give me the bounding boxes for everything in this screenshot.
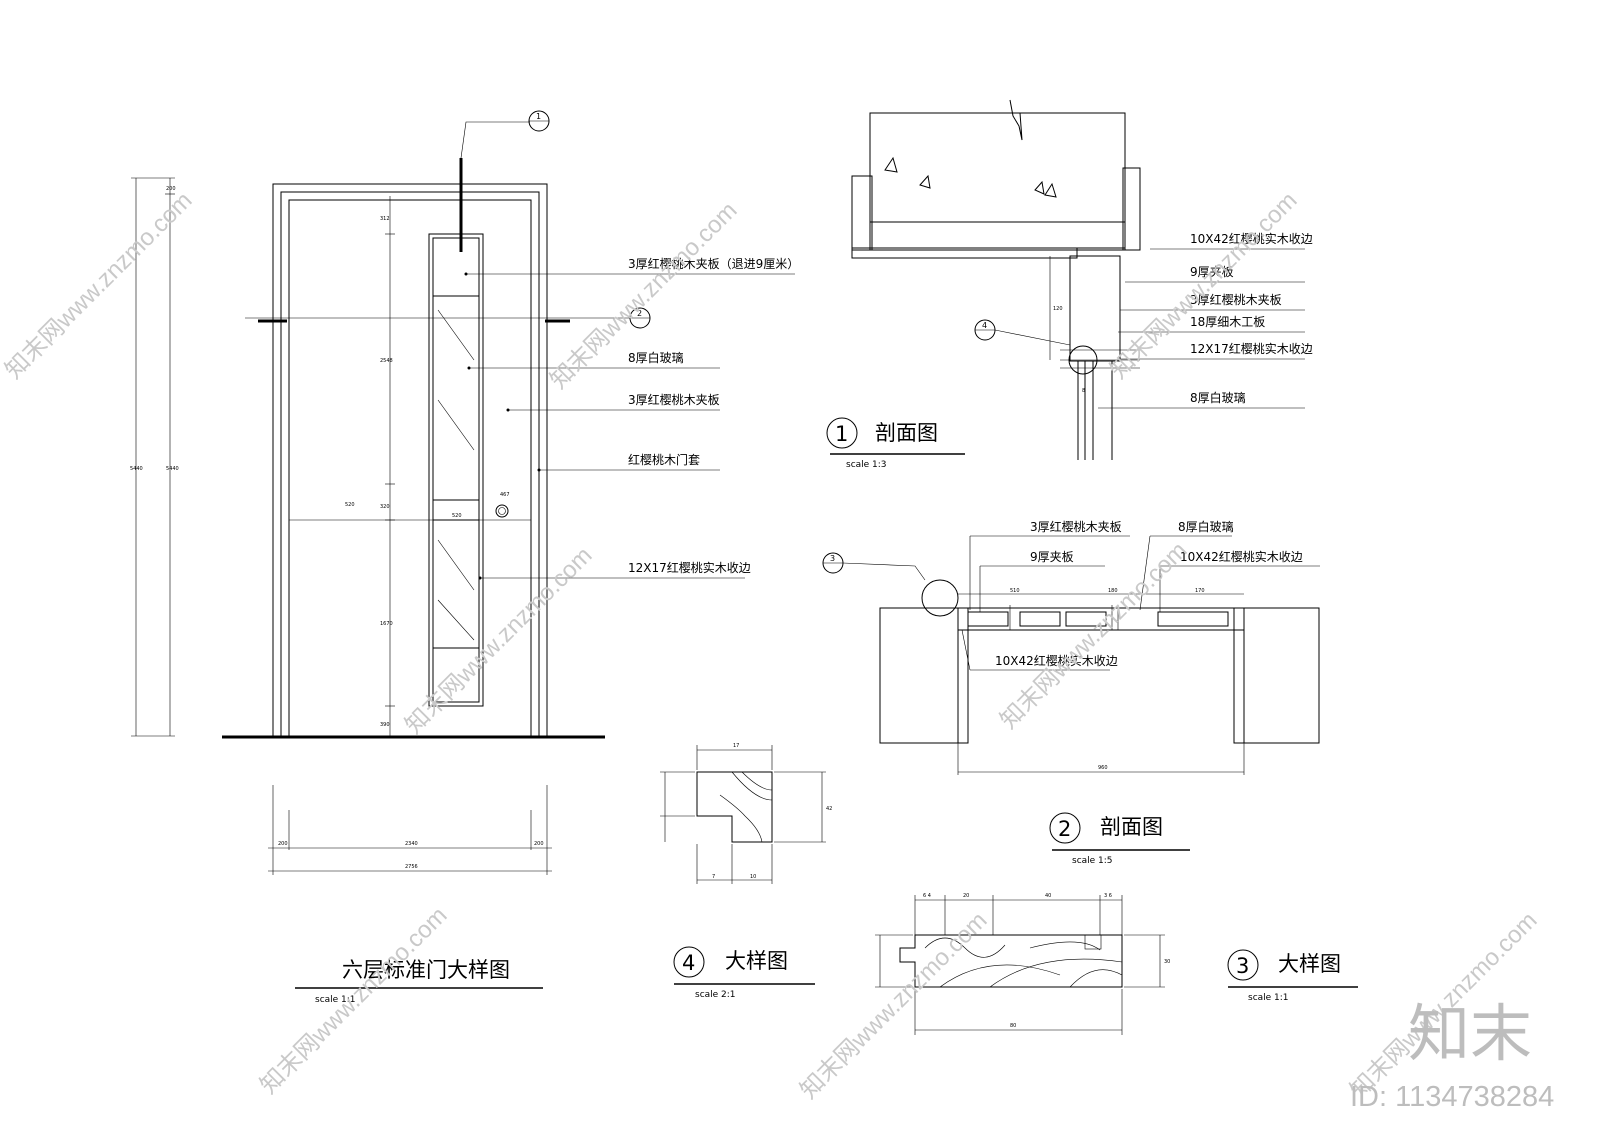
section-marker-1: 1 xyxy=(536,112,541,121)
svg-text:2548: 2548 xyxy=(380,358,393,364)
svg-text:42: 42 xyxy=(826,806,832,812)
detail4-title: 大样图 xyxy=(725,949,788,973)
section2-marker-3: 3 xyxy=(830,554,835,563)
elevation-callouts: 3厚红樱桃木夹板（退进9厘米） 8厚白玻璃 3厚红樱桃木夹板 红樱桃木门套 12… xyxy=(464,256,799,580)
callout-9mm-plywood: 9厚夹板 xyxy=(1190,265,1234,279)
detail3-title: 大样图 xyxy=(1278,952,1341,976)
section2-callouts: 3厚红樱桃木夹板 8厚白玻璃 9厚夹板 10X42红樱桃实木收边 10X42红樱… xyxy=(961,519,1320,671)
callout-s2-10x42-edging-bottom: 10X42红樱桃实木收边 xyxy=(995,653,1118,668)
svg-text:312: 312 xyxy=(380,216,390,222)
watermark-site-5: 知末网www.znzmo.com xyxy=(995,537,1192,734)
svg-text:5440: 5440 xyxy=(166,466,179,472)
detail3-number: 3 xyxy=(1236,954,1249,978)
svg-text:170: 170 xyxy=(1195,588,1205,594)
callout-12x17-edging: 12X17红樱桃实木收边 xyxy=(1190,341,1313,356)
callout-white-glass: 8厚白玻璃 xyxy=(628,350,684,365)
callout-18mm-blockboard: 18厚细木工板 xyxy=(1190,315,1265,329)
detail4-number: 4 xyxy=(682,951,695,975)
watermark-site-1: 知末网www.znzmo.com xyxy=(0,187,197,384)
detail4-scale: scale 2:1 xyxy=(695,990,736,1000)
svg-text:20: 20 xyxy=(963,893,969,899)
section1-marker-4: 4 xyxy=(982,321,987,330)
svg-text:80: 80 xyxy=(1010,1023,1016,1029)
section2-scale: scale 1:5 xyxy=(1072,856,1113,866)
svg-text:180: 180 xyxy=(1108,588,1118,594)
svg-text:320: 320 xyxy=(380,504,390,510)
elevation-scale: scale 1:1 xyxy=(315,995,356,1005)
svg-text:520: 520 xyxy=(345,502,355,508)
callout-3mm-cherry: 3厚红樱桃木夹板 xyxy=(1190,292,1282,307)
svg-text:200: 200 xyxy=(278,841,288,847)
detail3-scale: scale 1:1 xyxy=(1248,993,1289,1003)
svg-text:120: 120 xyxy=(1053,306,1063,312)
svg-text:2340: 2340 xyxy=(405,841,418,847)
section1-title: 剖面图 xyxy=(875,421,938,445)
callout-s2-9mm-plywood: 9厚夹板 xyxy=(1030,550,1074,564)
svg-text:17: 17 xyxy=(733,743,739,749)
door-elevation: 5440 5440 200 312 2548 320 1670 390 520 xyxy=(130,110,799,1005)
callout-8mm-glass: 8厚白玻璃 xyxy=(1190,390,1246,405)
svg-text:510: 510 xyxy=(1010,588,1020,594)
svg-text:200: 200 xyxy=(534,841,544,847)
svg-text:3 6: 3 6 xyxy=(1104,893,1112,899)
callout-s2-cherry-plywood: 3厚红樱桃木夹板 xyxy=(1030,519,1122,534)
watermark-site-4: 知末网www.znzmo.com xyxy=(400,542,597,739)
svg-text:6 4: 6 4 xyxy=(923,893,931,899)
detail-3-drawing: 6 4 20 40 3 6 30 80 3 大样图 scale 1:1 xyxy=(875,893,1358,1035)
elevation-title: 六层标准门大样图 xyxy=(342,958,510,982)
svg-text:1670: 1670 xyxy=(380,621,393,627)
callout-s2-white-glass: 8厚白玻璃 xyxy=(1178,519,1234,534)
watermark-site-6: 知末网www.znzmo.com xyxy=(255,902,452,1099)
svg-text:8: 8 xyxy=(1082,388,1085,394)
callout-10x42-edging: 10X42红樱桃实木收边 xyxy=(1190,231,1313,246)
svg-text:2756: 2756 xyxy=(405,864,418,870)
callout-s2-10x42-edging-top: 10X42红樱桃实木收边 xyxy=(1180,549,1303,564)
svg-text:467: 467 xyxy=(500,492,510,498)
watermark-id: ID: 1134738284 xyxy=(1350,1081,1554,1113)
svg-text:520: 520 xyxy=(452,513,462,519)
svg-text:960: 960 xyxy=(1098,765,1108,771)
section-2-drawing: 510 180 170 960 3 3厚红樱桃木夹板 8厚白玻璃 9厚夹板 10… xyxy=(822,519,1320,866)
callout-door-casing: 红樱桃木门套 xyxy=(628,452,700,467)
section1-number: 1 xyxy=(835,422,848,446)
svg-text:40: 40 xyxy=(1045,893,1051,899)
svg-text:390: 390 xyxy=(380,722,390,728)
svg-text:7: 7 xyxy=(712,874,715,880)
watermark-brand: 知末 xyxy=(1408,1000,1532,1069)
callout-solid-wood-edging: 12X17红樱桃实木收边 xyxy=(628,560,751,575)
watermark-site-7: 知末网www.znzmo.com xyxy=(795,907,992,1104)
section-1-drawing: 4 120 8 10X42红樱桃实木收边 9厚夹板 3厚红樱桃木夹板 18厚细木… xyxy=(826,99,1313,470)
svg-text:30: 30 xyxy=(1164,959,1170,965)
detail-4-drawing: 17 42 7 10 4 大样图 scale 2:1 xyxy=(660,743,832,1000)
section2-title: 剖面图 xyxy=(1100,815,1163,839)
section2-number: 2 xyxy=(1058,817,1071,841)
callout-cherry-plywood: 3厚红樱桃木夹板 xyxy=(628,392,720,407)
section1-scale: scale 1:3 xyxy=(846,460,887,470)
section1-callouts: 10X42红樱桃实木收边 9厚夹板 3厚红樱桃木夹板 18厚细木工板 12X17… xyxy=(1098,231,1313,409)
svg-text:200: 200 xyxy=(166,186,176,192)
section-marker-2: 2 xyxy=(637,309,642,318)
callout-cherry-plywood-recessed: 3厚红樱桃木夹板（退进9厘米） xyxy=(628,256,799,271)
svg-text:5440: 5440 xyxy=(130,466,143,472)
svg-text:10: 10 xyxy=(750,874,756,880)
